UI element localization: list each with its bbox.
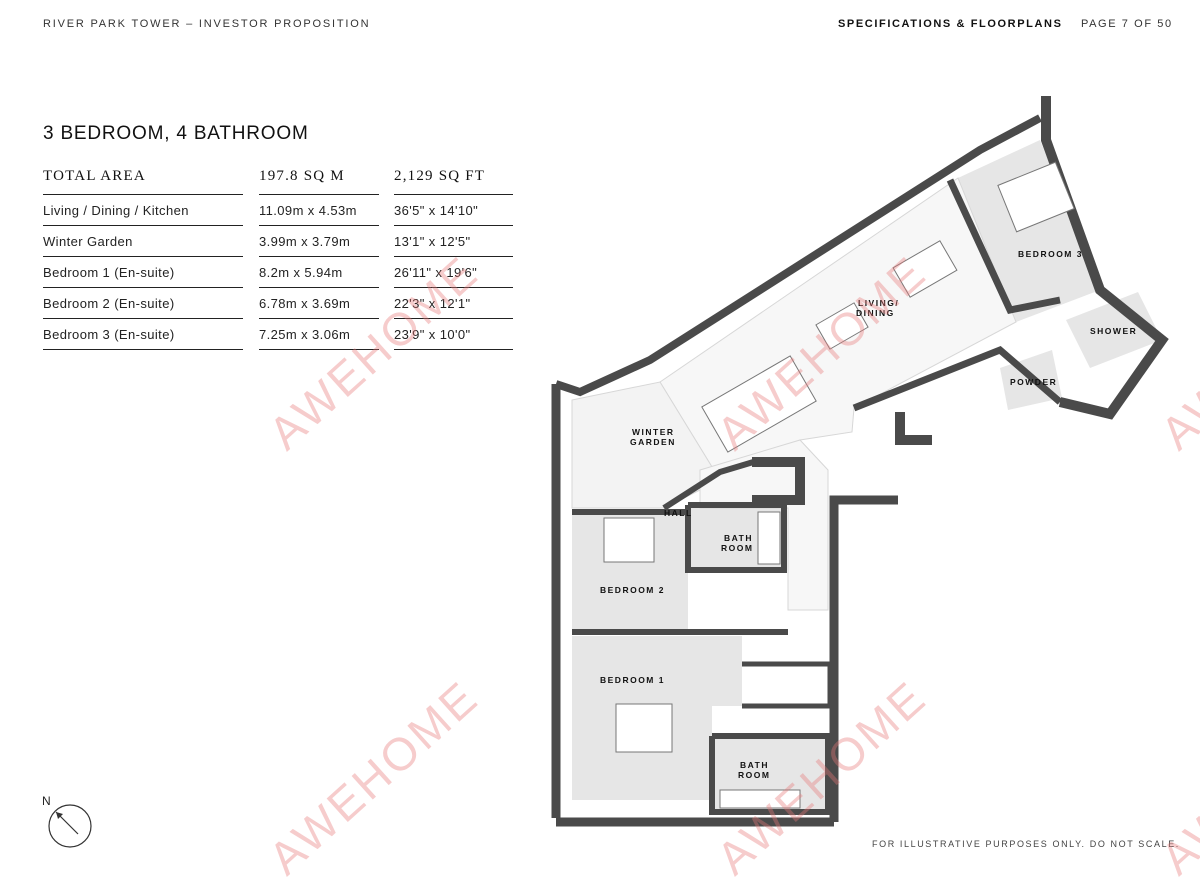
outer-wall-east-lower (829, 495, 898, 822)
room-imperial: 36'5" x 14'10" (394, 195, 513, 226)
room-name: Winter Garden (43, 226, 243, 257)
label-bath-b-2: ROOM (738, 770, 770, 780)
room-metric: 7.25m x 3.06m (259, 319, 379, 350)
label-bath-a-1: BATH (724, 533, 753, 543)
section-title: SPECIFICATIONS & FLOORPLANS (838, 18, 1063, 30)
room-name: Bedroom 1 (En-suite) (43, 257, 243, 288)
room-name: Bedroom 3 (En-suite) (43, 319, 243, 350)
room-imperial: 26'11" x 19'6" (394, 257, 513, 288)
room-metric: 11.09m x 4.53m (259, 195, 379, 226)
label-bedroom-1: BEDROOM 1 (600, 675, 665, 685)
disclaimer-note: FOR ILLUSTRATIVE PURPOSES ONLY. DO NOT S… (872, 839, 1180, 849)
inner-wall-winter (662, 457, 761, 511)
floor-plan: BEDROOM 3 LIVING/ DINING SHOWER POWDER W… (551, 96, 1169, 827)
inner-wall-hall-core (752, 457, 805, 505)
room-metric: 3.99m x 3.79m (259, 226, 379, 257)
label-bath-a-2: ROOM (721, 543, 753, 553)
room-imperial: 22'3" x 12'1" (394, 288, 513, 319)
kitchen-island (892, 240, 958, 298)
walls (551, 96, 1169, 827)
inner-wall-living-south (852, 345, 1063, 412)
document-title: RIVER PARK TOWER – INVESTOR PROPOSITION (43, 18, 371, 30)
bedroom-3-fill (958, 140, 1100, 322)
room-name: Living / Dining / Kitchen (43, 195, 243, 226)
furniture (603, 161, 1075, 809)
label-shower: SHOWER (1090, 326, 1137, 336)
sofa (701, 355, 817, 453)
total-area-sqm: 197.8 SQ M (259, 158, 379, 195)
label-hall: HALL (664, 508, 693, 518)
unit-title: 3 BEDROOM, 4 BATHROOM (43, 123, 309, 144)
label-bedroom-3: BEDROOM 3 (1018, 249, 1083, 259)
bed-3 (997, 161, 1075, 233)
bed-2 (603, 517, 655, 563)
compass-icon (48, 804, 92, 848)
room-labels: BEDROOM 3 LIVING/ DINING SHOWER POWDER W… (600, 249, 1137, 780)
label-winter-2: GARDEN (630, 437, 676, 447)
label-bedroom-2: BEDROOM 2 (600, 585, 665, 595)
shower-fill (1066, 292, 1162, 368)
label-powder: POWDER (1010, 377, 1057, 387)
bedroom-2-fill (572, 515, 688, 632)
compass-north-label: N (42, 794, 51, 808)
room-imperial: 23'9" x 10'0" (394, 319, 513, 350)
watermark: AWEHOME (258, 670, 489, 885)
dining-table (815, 302, 869, 350)
inner-wall-bed3 (946, 178, 1061, 314)
inner-wall-wardrobes (742, 661, 833, 709)
inner-wall-stair (895, 412, 932, 445)
room-imperial: 13'1" x 12'5" (394, 226, 513, 257)
outer-wall-east (1041, 96, 1169, 420)
room-metric: 8.2m x 5.94m (259, 257, 379, 288)
total-area-sqft: 2,129 SQ FT (394, 158, 513, 195)
room-name: Bedroom 2 (En-suite) (43, 288, 243, 319)
room-metric: 6.78m x 3.69m (259, 288, 379, 319)
label-bath-b-1: BATH (740, 760, 769, 770)
label-living-1: LIVING/ (858, 298, 899, 308)
page-number: PAGE 7 OF 50 (1081, 18, 1173, 30)
outer-wall-north (554, 114, 1042, 397)
total-area-label: TOTAL AREA (43, 158, 243, 195)
label-living-2: DINING (856, 308, 895, 318)
bath-a-tub (757, 511, 781, 565)
winter-garden-floor (571, 381, 721, 509)
bed-1 (615, 703, 673, 753)
inner-wall-bath-b (709, 733, 831, 815)
label-winter-1: WINTER (632, 427, 675, 437)
bath-b-tub (719, 789, 801, 809)
